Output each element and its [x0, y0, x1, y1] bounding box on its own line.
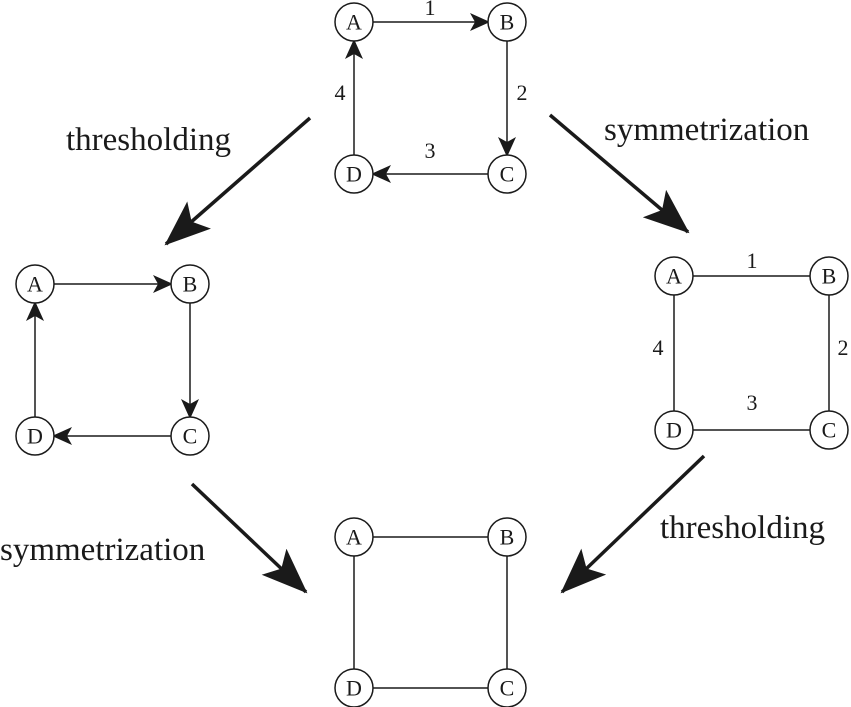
edge-weight-label: 2: [517, 80, 528, 105]
node-b: B: [170, 264, 210, 304]
edge-weight-label: 3: [425, 138, 436, 163]
node-a: A: [654, 256, 694, 296]
node-label: A: [346, 10, 362, 35]
node-label: A: [27, 272, 43, 297]
node-circle: [487, 517, 527, 557]
arrow-icon: [164, 116, 312, 246]
node-b: B: [487, 517, 527, 557]
node-d: D: [334, 154, 374, 194]
graph-top: 1 2 3 4 A B C D: [334, 0, 528, 194]
node-a: A: [334, 2, 374, 42]
node-circle: [334, 517, 374, 557]
node-circle: [15, 264, 55, 304]
operation-arrow-left-to-bottom: symmetrization: [0, 482, 308, 594]
edge-weight-label: 2: [838, 335, 849, 360]
node-circle: [334, 668, 374, 707]
edge-weight-label: 1: [425, 0, 436, 20]
node-circle: [487, 2, 527, 42]
operation-label: symmetrization: [0, 532, 205, 568]
operation-label: symmetrization: [604, 112, 809, 148]
node-label: A: [666, 264, 682, 289]
node-circle: [334, 2, 374, 42]
node-circle: [487, 668, 527, 707]
node-label: D: [27, 424, 43, 449]
node-circle: [170, 264, 210, 304]
arrow-icon: [548, 113, 690, 234]
node-circle: [654, 410, 694, 450]
node-a: A: [15, 264, 55, 304]
edge-weight-label: 1: [747, 248, 758, 273]
node-circle: [654, 256, 694, 296]
node-circle: [809, 256, 849, 296]
node-label: B: [183, 272, 198, 297]
arrow-icon: [560, 454, 706, 594]
node-d: D: [15, 416, 55, 456]
node-c: C: [487, 668, 527, 707]
node-label: C: [500, 676, 515, 701]
operation-label: thresholding: [66, 122, 231, 158]
node-circle: [809, 410, 849, 450]
node-label: C: [822, 418, 837, 443]
node-c: C: [487, 154, 527, 194]
operation-arrow-top-to-left: thresholding: [66, 116, 312, 246]
graph-left: A B C D: [15, 264, 210, 456]
node-b: B: [487, 2, 527, 42]
edge-weight-label: 3: [747, 390, 758, 415]
graph-right: 1 2 3 4 A B C D: [653, 248, 849, 450]
node-label: B: [822, 264, 837, 289]
edge-weight-label: 4: [335, 80, 346, 105]
node-c: C: [170, 416, 210, 456]
operation-arrow-top-to-right: symmetrization: [548, 112, 809, 234]
node-label: B: [500, 525, 515, 550]
node-b: B: [809, 256, 849, 296]
node-label: C: [500, 162, 515, 187]
node-circle: [15, 416, 55, 456]
node-d: D: [654, 410, 694, 450]
node-circle: [487, 154, 527, 194]
node-label: B: [500, 10, 515, 35]
node-c: C: [809, 410, 849, 450]
node-a: A: [334, 517, 374, 557]
graph-bottom: A B C D: [334, 517, 527, 707]
node-d: D: [334, 668, 374, 707]
node-label: D: [346, 676, 362, 701]
node-circle: [170, 416, 210, 456]
node-label: A: [346, 525, 362, 550]
arrow-icon: [190, 482, 308, 594]
node-circle: [334, 154, 374, 194]
operation-label: thresholding: [660, 510, 825, 546]
operation-arrow-right-to-bottom: thresholding: [560, 454, 825, 594]
node-label: D: [346, 162, 362, 187]
node-label: C: [183, 424, 198, 449]
edge-weight-label: 4: [653, 335, 664, 360]
node-label: D: [666, 418, 682, 443]
